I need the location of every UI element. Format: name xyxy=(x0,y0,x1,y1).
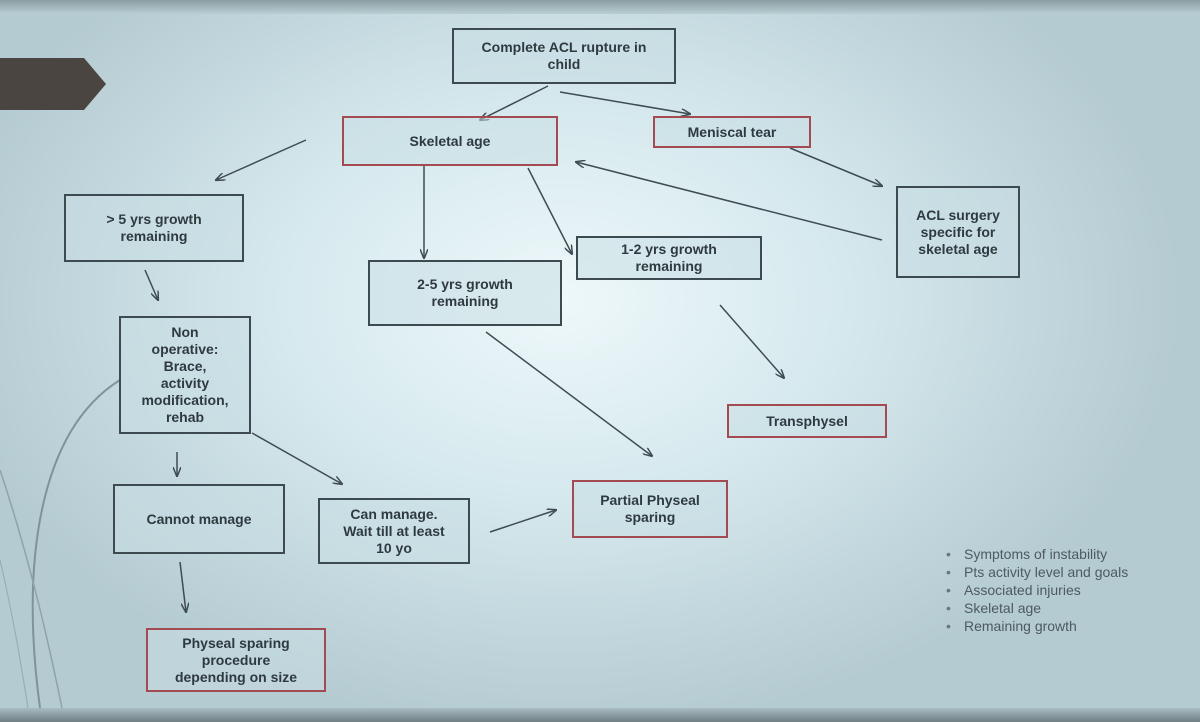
node-growth-2-to-5-years: 2-5 yrs growth remaining xyxy=(368,260,562,326)
considerations-item-label: Skeletal age xyxy=(964,600,1042,616)
considerations-item-label: Pts activity level and goals xyxy=(964,564,1129,580)
top-edge xyxy=(0,0,1200,14)
node-growth-1-to-2-years: 1-2 yrs growth remaining xyxy=(576,236,762,280)
node-can-manage: Can manage. Wait till at least 10 yo xyxy=(318,498,470,564)
node-skeletal-age: Skeletal age xyxy=(342,116,558,166)
slide-tab-shape xyxy=(0,58,106,110)
considerations-list: •Symptoms of instability •Pts activity l… xyxy=(944,546,1144,636)
node-growth-over-5-years: > 5 yrs growth remaining xyxy=(64,194,244,262)
node-cannot-manage: Cannot manage xyxy=(113,484,285,554)
node-complete-acl-rupture: Complete ACL rupture in child xyxy=(452,28,676,84)
node-acl-surgery-specific: ACL surgery specific for skeletal age xyxy=(896,186,1020,278)
considerations-item: •Skeletal age xyxy=(946,600,1042,616)
node-meniscal-tear: Meniscal tear xyxy=(653,116,811,148)
bottom-edge xyxy=(0,708,1200,722)
considerations-item: •Pts activity level and goals xyxy=(946,564,1129,580)
considerations-item-label: Remaining growth xyxy=(964,618,1077,634)
node-physeal-sparing-procedure: Physeal sparing procedure depending on s… xyxy=(146,628,326,692)
considerations-item: •Associated injuries xyxy=(946,582,1081,598)
considerations-item-label: Associated injuries xyxy=(964,582,1081,598)
node-partial-physeal-sparing: Partial Physeal sparing xyxy=(572,480,728,538)
node-non-operative: Non operative: Brace, activity modificat… xyxy=(119,316,251,434)
considerations-item-label: Symptoms of instability xyxy=(964,546,1108,562)
node-transphyseal: Transphysel xyxy=(727,404,887,438)
considerations-item: •Remaining growth xyxy=(946,618,1077,634)
considerations-item: •Symptoms of instability xyxy=(946,546,1108,562)
